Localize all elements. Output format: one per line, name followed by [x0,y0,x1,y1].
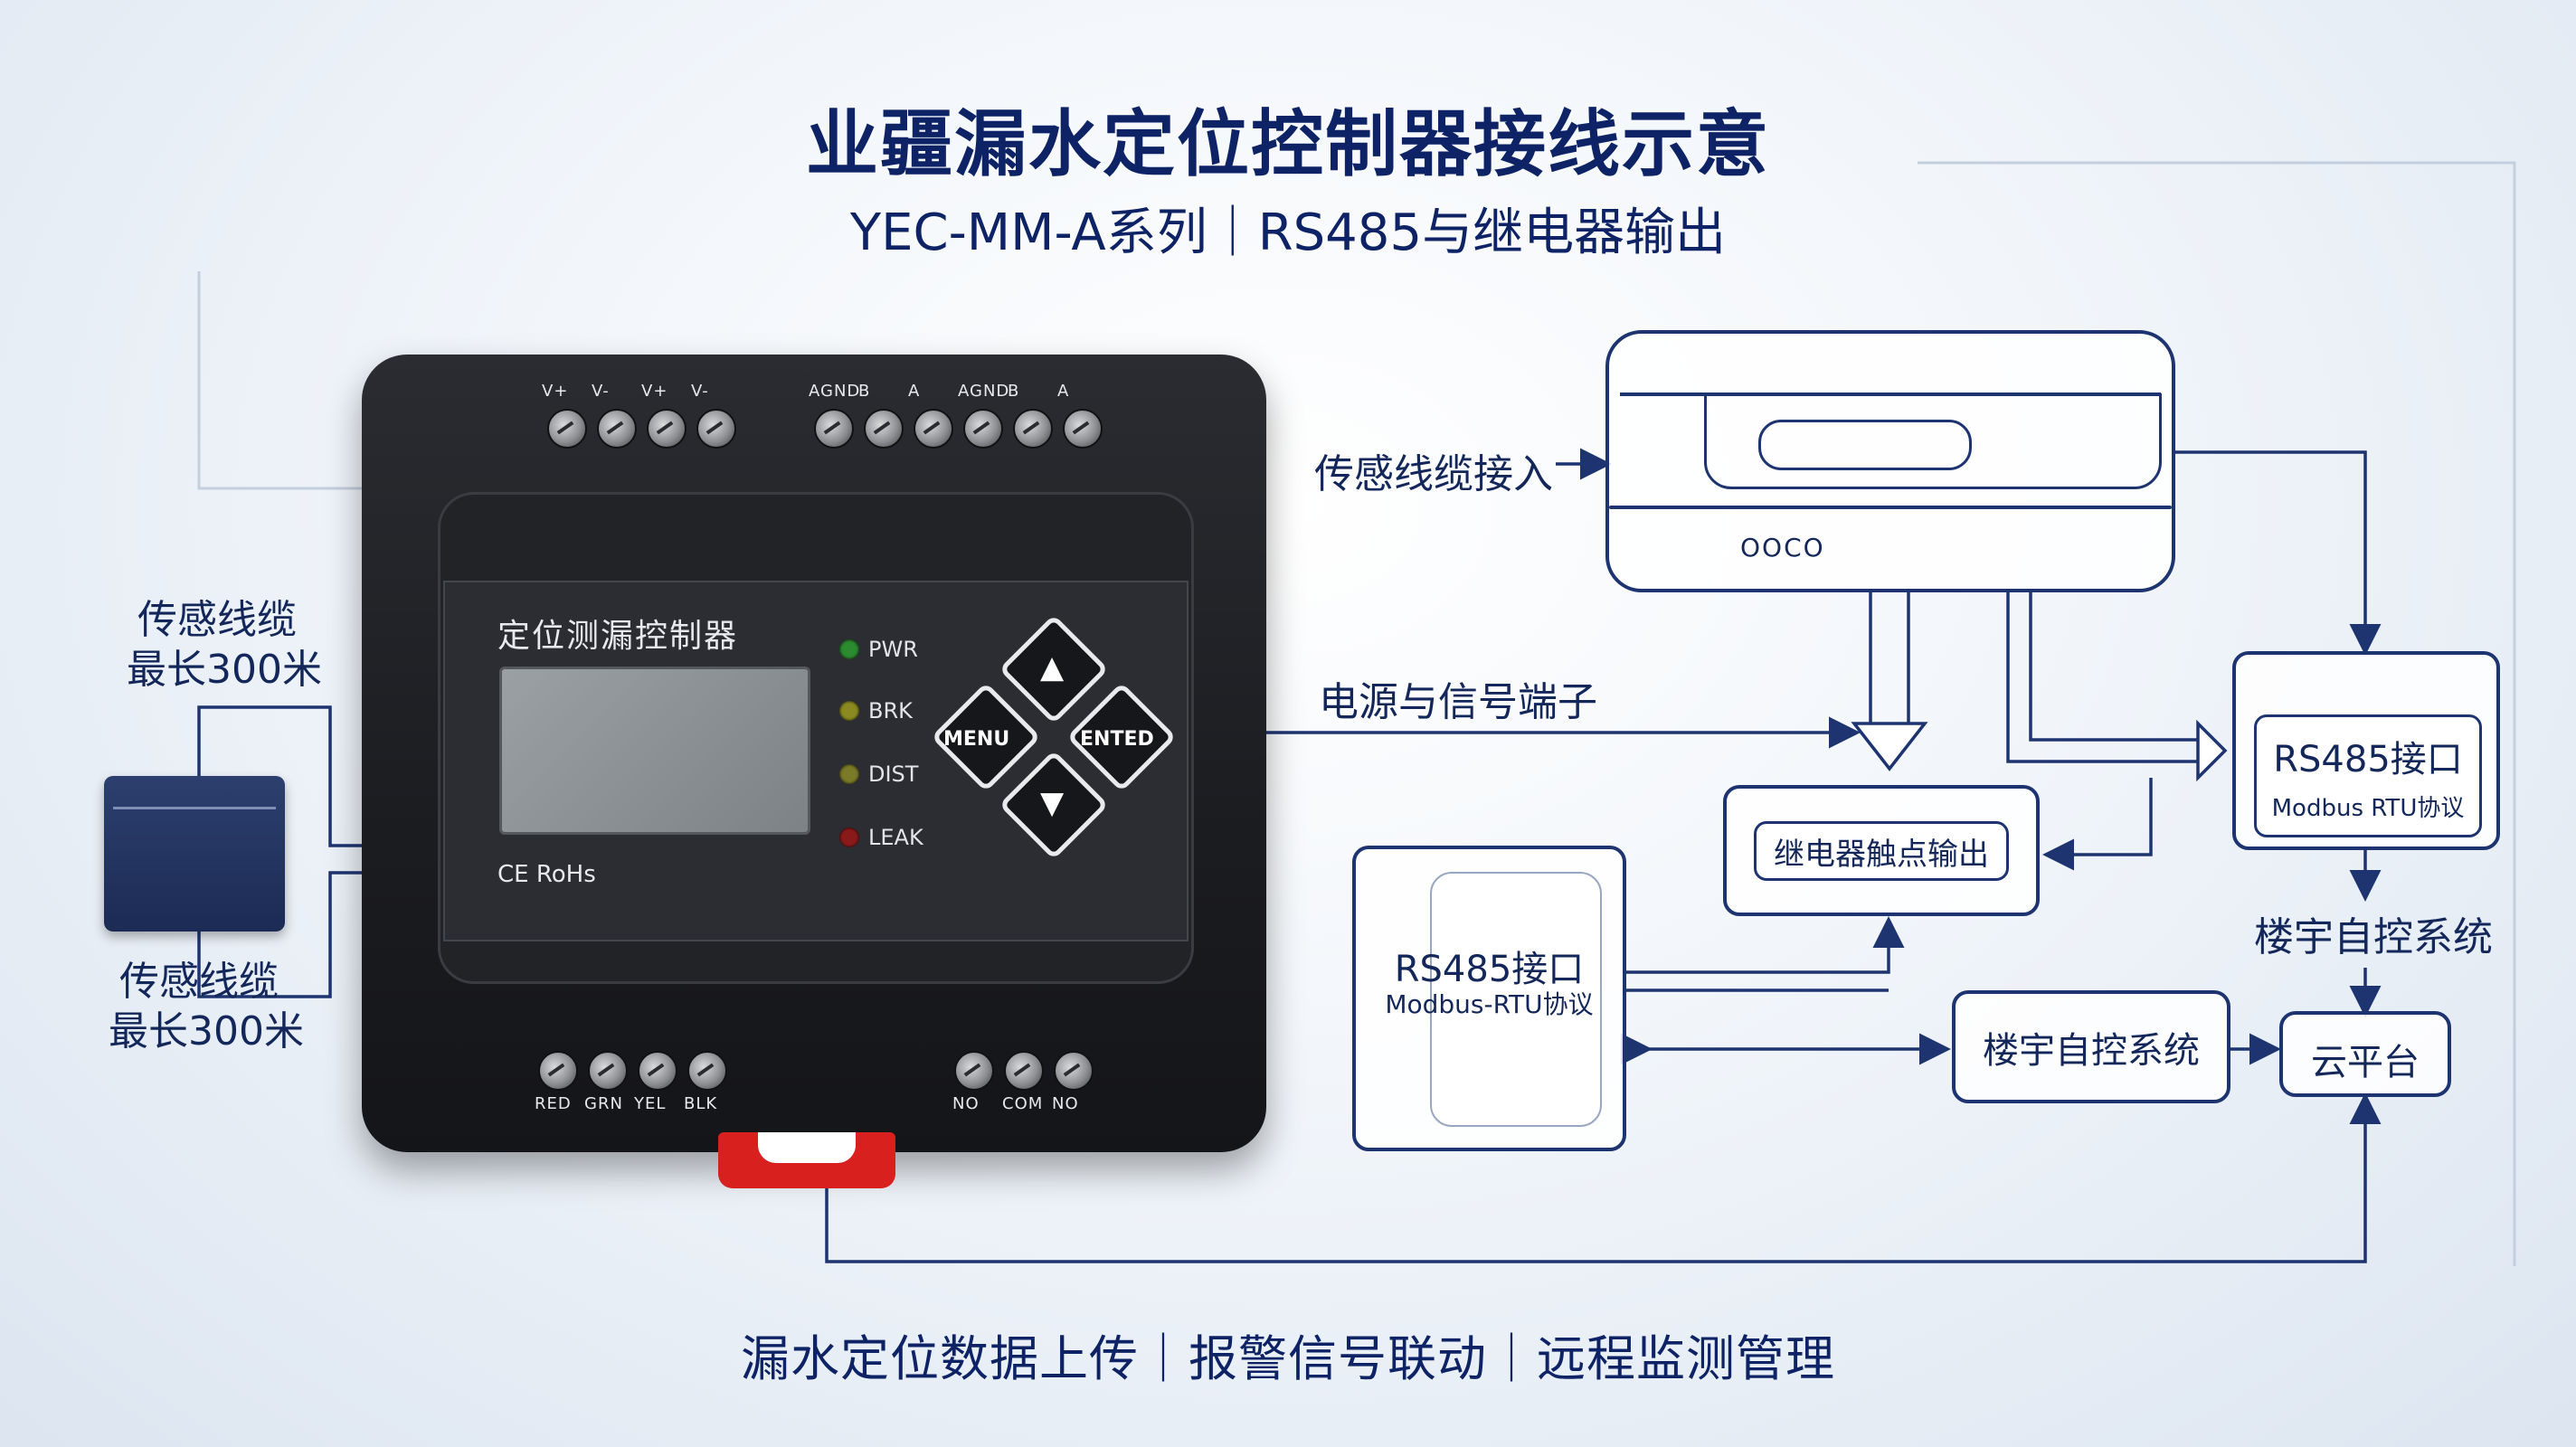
device-panel-title: 定位测漏控制器 [497,618,739,655]
top-terminal-label: B [858,382,871,401]
rs485-left-protocol: Modbus-RTU协议 [1385,989,1594,1019]
rs485-right-box: RS485接口 Modbus RTU协议 [2254,714,2482,837]
bas-box-panel: 楼宇自控系统 [1952,990,2230,1103]
bottom-terminal-screw[interactable] [1054,1051,1094,1091]
top-terminal-screw[interactable] [597,409,637,449]
bottom-terminal-screw[interactable] [954,1051,994,1091]
bottom-terminal-label: BLK [684,1094,718,1113]
bottom-terminal-label: YEL [634,1094,667,1113]
rs485-right-title: RS485接口 [2273,738,2463,780]
top-terminal-screw[interactable] [864,409,904,449]
cloud-platform-box: 云平台 [2279,1011,2451,1097]
bottom-terminal-label: NO [1052,1094,1079,1113]
bas-box-label: 楼宇自控系统 [1983,1030,2200,1072]
led-label-pwr: PWR [868,637,918,662]
relay-output-label: 继电器触点输出 [1774,836,1989,873]
relay-output-panel: 继电器触点输出 [1723,785,2040,916]
cable-label-bottom: 传感线缆最长300米 [109,959,304,1055]
bottom-terminal-label: COM [1002,1094,1044,1113]
led-leak [839,828,859,847]
controller-sketch: OOCO [1605,330,2175,592]
top-terminal-screw[interactable] [647,409,687,449]
cable-label-top: 传感线缆最长300米 [127,597,322,693]
bottom-terminal-label: GRN [584,1094,623,1113]
top-terminal-screw[interactable] [547,409,587,449]
rs485-left-panel: RS485接口 Modbus-RTU协议 [1352,846,1626,1151]
top-terminal-screw[interactable] [696,409,736,449]
top-terminal-label: V- [592,382,610,401]
top-terminal-label: A [1057,382,1070,401]
top-terminal-label: A [908,382,921,401]
footer-caption: 漏水定位数据上传｜报警信号联动｜远程监测管理 [741,1330,1835,1387]
led-label-dist: DIST [868,761,919,787]
top-terminal-label: AGND [958,382,1010,401]
led-brk [839,701,859,721]
controller-device: 定位测漏控制器 PWR BRK DIST LEAK ▲ ▼ MENU ENTED… [362,355,1266,1188]
din-rail-clip[interactable] [718,1132,895,1188]
top-terminal-screw[interactable] [914,409,953,449]
lcd-screen [499,667,810,835]
cloud-label: 云平台 [2311,1042,2420,1083]
top-terminal-label: V+ [542,382,569,401]
top-terminal-screw[interactable] [1063,409,1103,449]
led-dist [839,764,859,784]
top-terminal-screw[interactable] [814,409,854,449]
led-pwr [839,639,859,659]
top-terminal-label: B [1008,382,1020,401]
top-terminal-screw[interactable] [963,409,1003,449]
up-arrow-icon: ▲ [1040,649,1065,686]
rs485-right-protocol: Modbus RTU协议 [2271,794,2465,822]
bottom-terminal-label: RED [535,1094,572,1113]
bottom-terminal-screw[interactable] [638,1051,677,1091]
led-label-brk: BRK [868,698,913,724]
top-terminal-label: V+ [641,382,668,401]
sketch-circles: OOCO [1740,533,1825,563]
sensor-input-label: 传感线缆接入 [1314,451,1553,497]
rs485-left-card [1430,872,1602,1127]
rs485-left-title: RS485接口 [1394,949,1585,990]
top-terminal-label: AGND [809,382,861,401]
top-terminal-screw[interactable] [1013,409,1053,449]
power-signal-label: 电源与信号端子 [1319,679,1597,725]
page-title: 业疆漏水定位控制器接线示意 [806,102,1770,186]
bottom-terminal-screw[interactable] [588,1051,628,1091]
menu-key-label: MENU [943,728,1010,751]
bottom-terminal-screw[interactable] [1004,1051,1044,1091]
led-label-leak: LEAK [868,825,923,850]
enter-key-label: ENTED [1080,728,1154,751]
bottom-terminal-label: NO [952,1094,980,1113]
relay-output-box: 继电器触点输出 [1754,821,2009,881]
bas-label-right: 楼宇自控系统 [2254,914,2493,960]
bottom-terminal-screw[interactable] [538,1051,578,1091]
bottom-terminal-screw[interactable] [687,1051,727,1091]
rs485-right-panel: RS485接口 Modbus RTU协议 [2232,651,2500,850]
sensor-module [104,776,285,932]
page-subtitle: YEC-MM-A系列｜RS485与继电器输出 [849,203,1727,262]
down-arrow-icon: ▼ [1040,785,1065,821]
top-terminal-label: V- [691,382,709,401]
certification-marks: CE RoHs [497,861,596,888]
